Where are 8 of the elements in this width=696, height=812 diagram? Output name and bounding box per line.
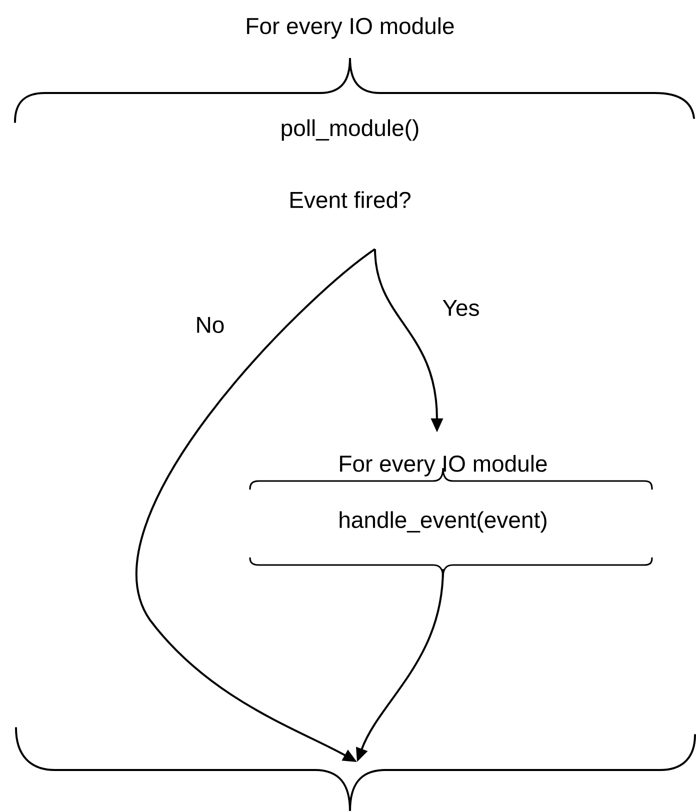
function-label: poll_module()	[282, 119, 418, 141]
arrow	[136, 248, 376, 762]
decision-label: Event fired?	[290, 191, 410, 208]
edge-label: Yes	[440, 298, 482, 318]
function-label: handle_event(event)	[340, 511, 546, 533]
edge-label: No	[193, 314, 227, 336]
loop-label: For every IO module	[247, 17, 454, 39]
loop-label: For every IO module	[340, 454, 547, 476]
